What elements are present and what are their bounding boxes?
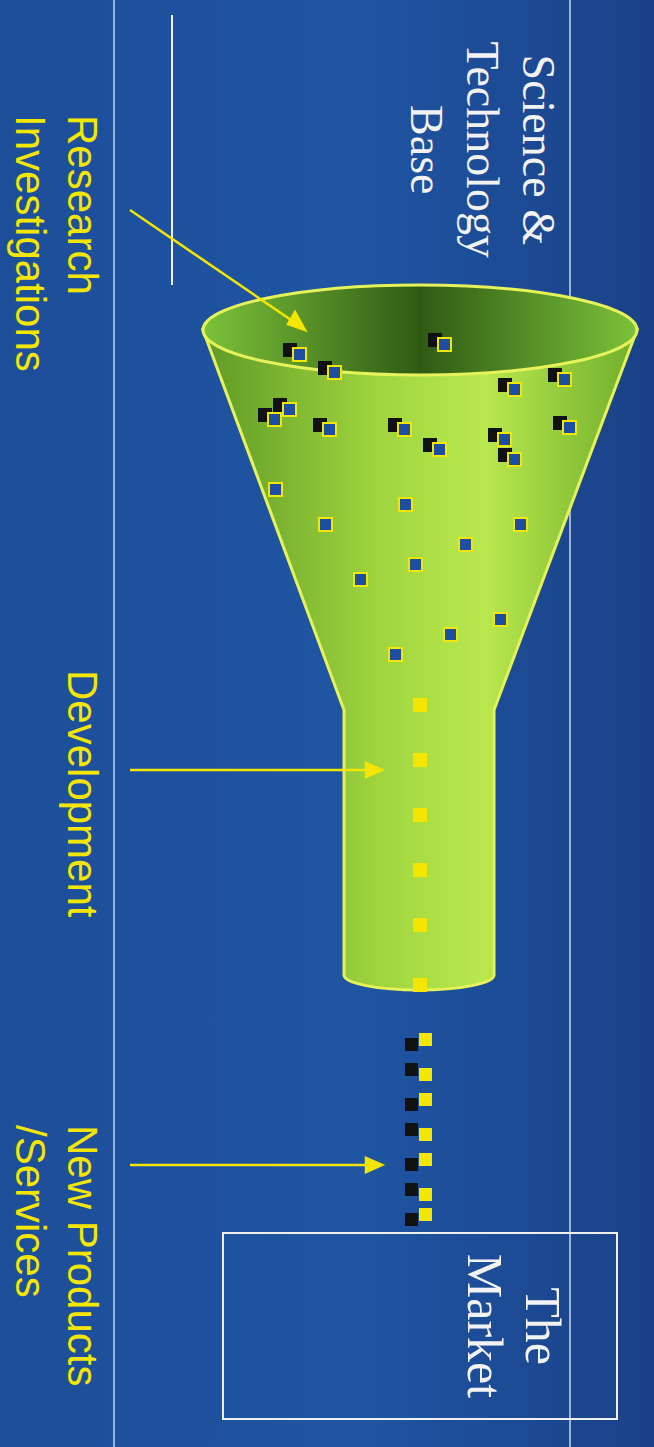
leader-arrows (130, 210, 382, 1172)
idea-dot (494, 613, 507, 626)
idea-dot (563, 421, 576, 434)
idea-dot (389, 648, 402, 661)
idea-dot (413, 978, 427, 992)
idea-dot (354, 573, 367, 586)
stage-label: New Products /Services (4, 1125, 108, 1435)
rule-line (113, 0, 115, 1447)
idea-dot (405, 1038, 418, 1051)
idea-dot (419, 1033, 432, 1046)
idea-dot (283, 403, 296, 416)
idea-dot (293, 348, 306, 361)
idea-dot (438, 338, 451, 351)
idea-dot (459, 538, 472, 551)
idea-dot (419, 1188, 432, 1201)
rule-line (171, 15, 173, 285)
idea-dot (419, 1128, 432, 1141)
funnel-mouth (203, 285, 637, 375)
idea-dot (323, 423, 336, 436)
idea-dot (419, 1068, 432, 1081)
stage-label: Development (56, 670, 108, 990)
idea-dot (514, 518, 527, 531)
idea-dot (405, 1213, 418, 1226)
idea-dot (413, 753, 427, 767)
stage-label: Research Investigations (4, 115, 108, 415)
idea-dot (419, 1093, 432, 1106)
idea-dot (405, 1183, 418, 1196)
idea-dot (419, 1208, 432, 1221)
idea-dots (258, 333, 576, 1226)
idea-dot (319, 518, 332, 531)
idea-dot (558, 373, 571, 386)
idea-dot (413, 918, 427, 932)
rule-line (569, 0, 571, 1447)
funnel-body (203, 330, 637, 990)
idea-dot (405, 1123, 418, 1136)
idea-dot (508, 453, 521, 466)
idea-dot (398, 423, 411, 436)
idea-dot (419, 1153, 432, 1166)
section-heading: Science & Technology Base (398, 42, 566, 259)
idea-dot (444, 628, 457, 641)
idea-dot (413, 863, 427, 877)
idea-dot (508, 383, 521, 396)
idea-dot (405, 1063, 418, 1076)
market-box: The Market (222, 1232, 618, 1420)
idea-dot (399, 498, 412, 511)
idea-dot (268, 413, 281, 426)
idea-dot (409, 558, 422, 571)
box-title: The Market (456, 1254, 572, 1398)
idea-dot (498, 433, 511, 446)
idea-dot (413, 698, 427, 712)
idea-dot (433, 443, 446, 456)
idea-dot (413, 808, 427, 822)
idea-dot (405, 1098, 418, 1111)
idea-dot (328, 366, 341, 379)
idea-dot (405, 1158, 418, 1171)
idea-dot (269, 483, 282, 496)
